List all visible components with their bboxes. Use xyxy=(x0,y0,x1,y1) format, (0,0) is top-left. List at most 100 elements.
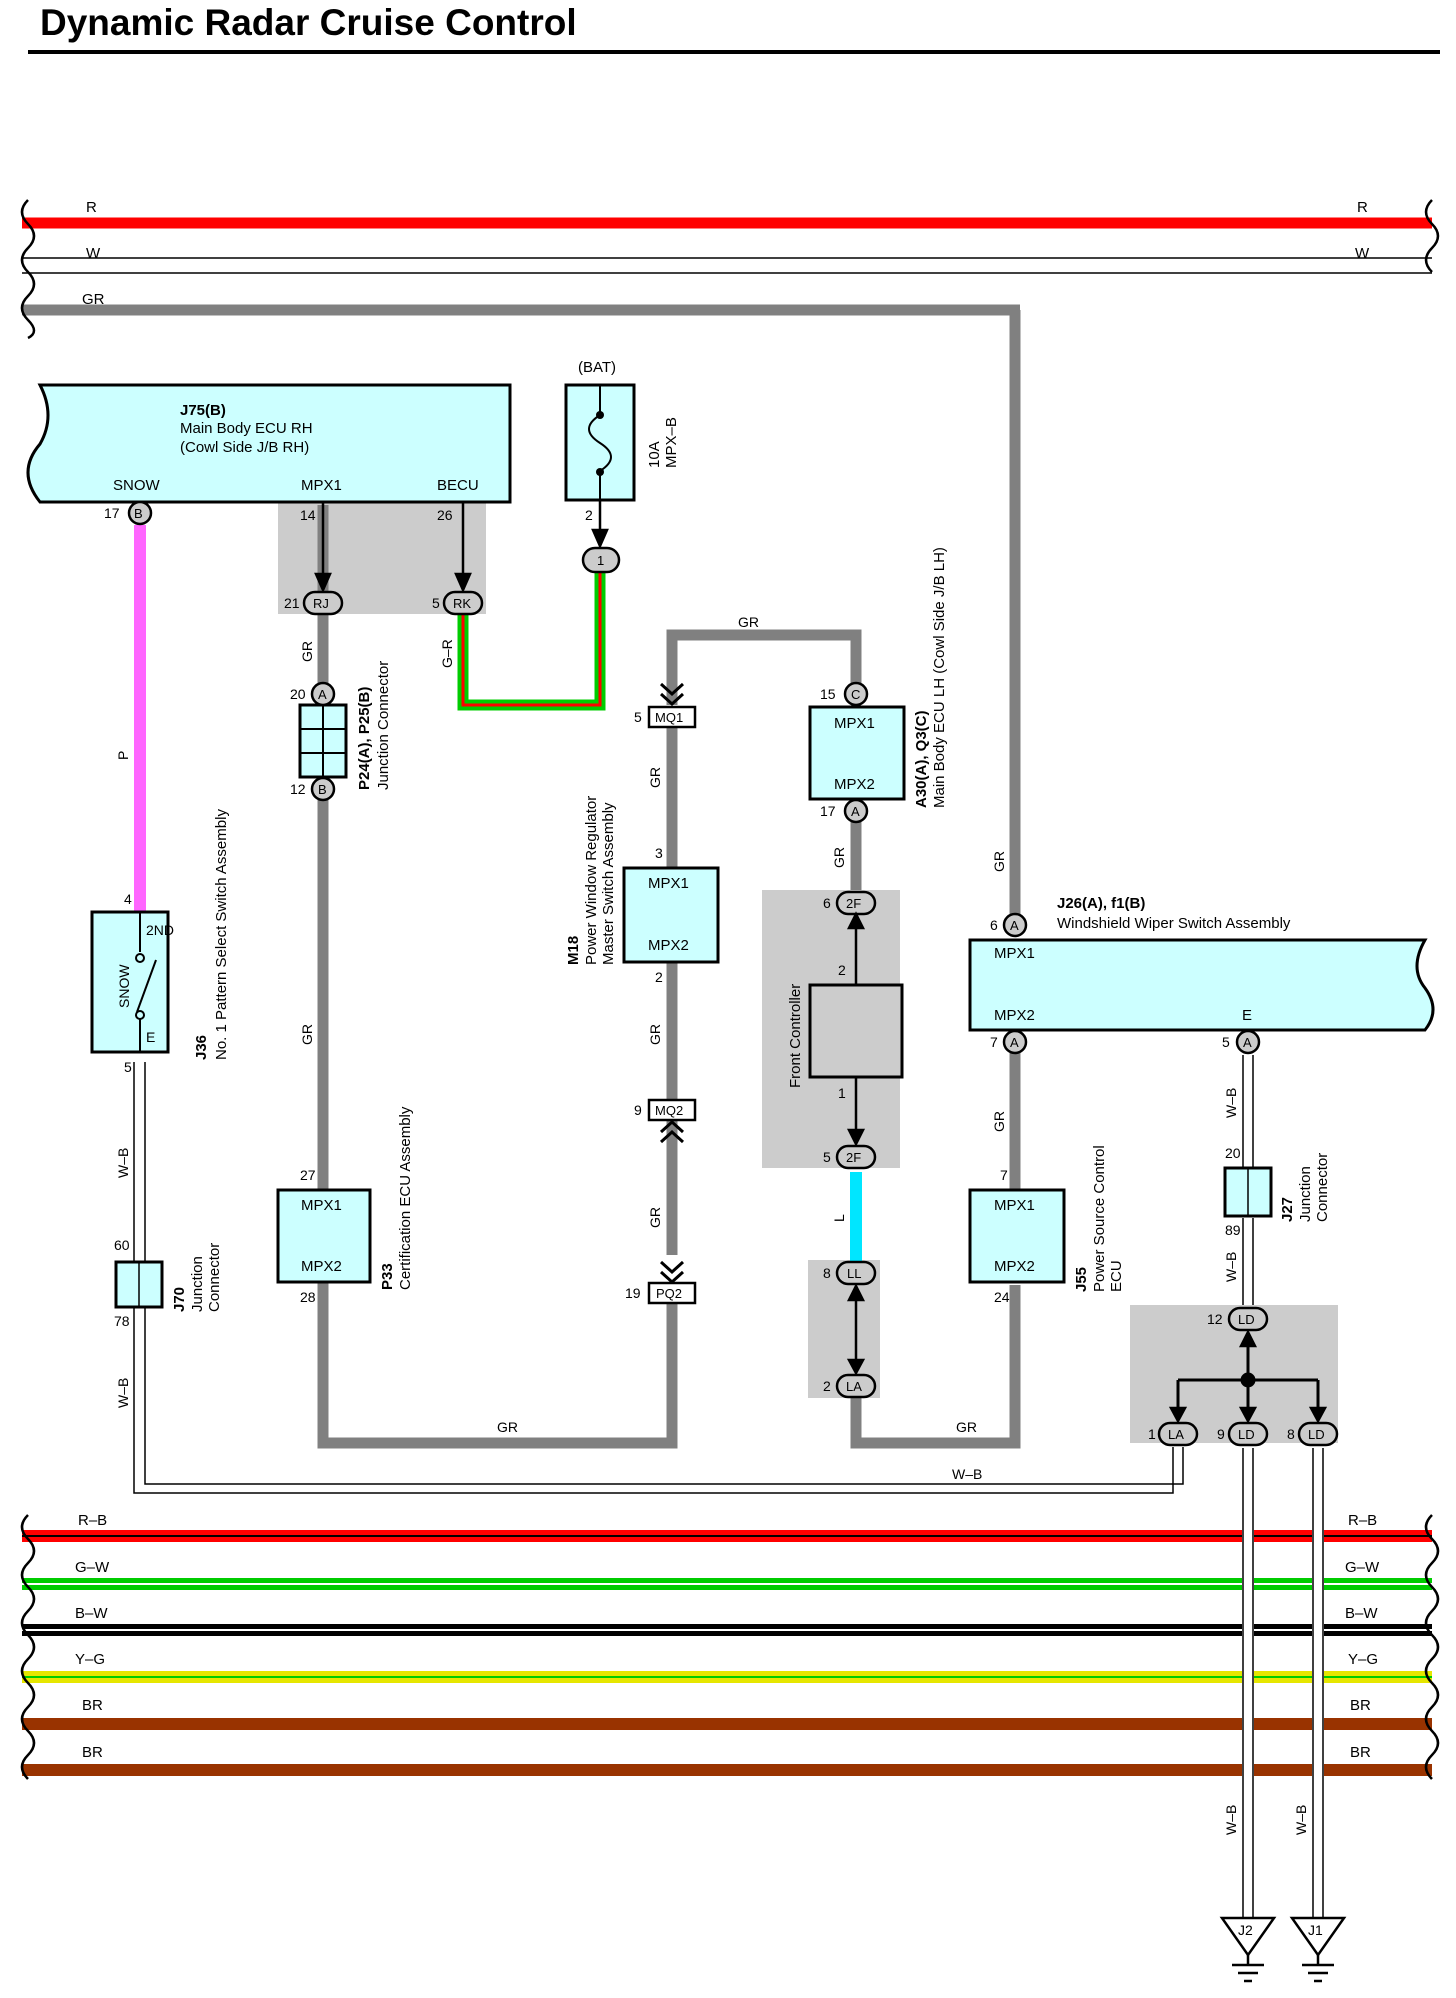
bus-br1-label-left: BR xyxy=(82,1697,103,1714)
j36-contact-bottom xyxy=(135,1010,145,1020)
pin-1-la: 1 xyxy=(1148,1426,1156,1442)
pin-4: 4 xyxy=(124,891,132,907)
conn-b-j75-label: B xyxy=(134,506,143,521)
bus-bw-label-left: B–W xyxy=(75,1605,108,1622)
m18-name2: Master Switch Assembly xyxy=(600,802,617,965)
bus-gr-label-left: GR xyxy=(82,291,105,308)
conn-1 xyxy=(581,546,621,574)
j55-body xyxy=(968,1188,1066,1284)
wl-gr-m18-bottom: GR xyxy=(647,1024,663,1045)
conn-a-a30-label: A xyxy=(851,804,860,819)
wl-w-b-left-1: W–B xyxy=(115,1148,131,1178)
p33-pin-mpx2: MPX2 xyxy=(301,1258,342,1275)
bus-rb-label-right: R–B xyxy=(1348,1512,1377,1529)
conn-a-j26-e xyxy=(1235,1029,1261,1055)
fuse-dot-top xyxy=(596,411,604,419)
j36-contact-top xyxy=(135,953,145,963)
conn-pq2-label: PQ2 xyxy=(656,1286,682,1301)
pin-28: 28 xyxy=(300,1289,316,1305)
arrow-2f-bottom-down xyxy=(846,1128,866,1147)
p33-code: P33 xyxy=(379,1263,396,1290)
pin-89: 89 xyxy=(1225,1222,1241,1238)
conn-2f-bottom-label: 2F xyxy=(846,1150,861,1165)
arrow-mpx1-head xyxy=(314,572,332,594)
conn-a-p24 xyxy=(310,681,336,707)
conn-c-a30-label: C xyxy=(851,687,860,702)
fuse-rating: 10A xyxy=(646,441,663,468)
wl-gr-m18-top: GR xyxy=(647,767,663,788)
arrow-la-bottom-down xyxy=(1168,1406,1188,1424)
pin-12-p24: 12 xyxy=(290,781,306,797)
bus-gw-stripe xyxy=(22,1583,1432,1585)
j26-name: Windshield Wiper Switch Assembly xyxy=(1057,915,1291,932)
conn-b-j75 xyxy=(127,500,153,526)
conn-rj-label: RJ xyxy=(313,596,329,611)
j70-name1: Junction xyxy=(189,1256,206,1312)
bus-yg-label-right: Y–G xyxy=(1348,1651,1378,1668)
bus-rb-stripe xyxy=(22,1535,1432,1537)
chevron-mq2-a xyxy=(659,1119,685,1134)
wire-g-r xyxy=(457,572,606,711)
wire-g-r-inner xyxy=(461,572,602,707)
j26-pin-e: E xyxy=(1242,1007,1252,1024)
j36-pin-2nd: 2ND xyxy=(146,922,174,938)
conn-rk-label: RK xyxy=(453,596,471,611)
p33-body xyxy=(276,1188,372,1284)
wire-labels: GR G–R P GR W–B W–B GR GR GR GR GR GR L … xyxy=(115,614,1309,1835)
component-j26: J26(A), f1(B) Windshield Wiper Switch As… xyxy=(968,895,1435,1032)
conn-a-p24-label: A xyxy=(318,687,327,702)
conn-a-a30 xyxy=(843,798,869,824)
j36-pin-e: E xyxy=(146,1029,155,1045)
bus-yg-label-left: Y–G xyxy=(75,1651,105,1668)
chevron-mq2-b xyxy=(659,1129,685,1144)
pin-5-2f: 5 xyxy=(823,1149,831,1165)
conn-ld-8-label: LD xyxy=(1308,1427,1325,1442)
component-a30: MPX1 MPX2 A30(A), Q3(C) Main Body ECU LH… xyxy=(808,547,948,808)
pin-5-mq1: 5 xyxy=(634,709,642,725)
pin-14: 14 xyxy=(300,507,316,523)
m18-name1: Power Window Regulator xyxy=(583,796,600,965)
pin-26: 26 xyxy=(437,507,453,523)
page-title: Dynamic Radar Cruise Control xyxy=(40,2,577,43)
pin-numbers: 17 14 26 2 21 5 20 12 4 5 60 78 27 28 5 … xyxy=(104,505,1295,1442)
pin-6-j26: 6 xyxy=(990,917,998,933)
pin-2-la: 2 xyxy=(823,1378,831,1394)
pin-5-j26: 5 xyxy=(1222,1034,1230,1050)
j36-code: J36 xyxy=(193,1035,210,1060)
bus-crossing-gap-j1 xyxy=(1312,1525,1324,1781)
arrow-ld-8-down xyxy=(1308,1406,1328,1424)
component-j27: J27 Junction Connector xyxy=(1223,1153,1331,1222)
bus-r-label-left: R xyxy=(86,199,97,216)
pin-78: 78 xyxy=(114,1313,130,1329)
left-break-bottom xyxy=(20,1514,36,1780)
p33-pin-mpx1: MPX1 xyxy=(301,1197,342,1214)
conn-1-label: 1 xyxy=(597,553,604,568)
wl-l: L xyxy=(831,1214,847,1222)
conn-b-p24 xyxy=(310,776,336,802)
fuse-source: (BAT) xyxy=(578,359,616,376)
left-break-top xyxy=(20,199,36,340)
conn-ld-9-label: LD xyxy=(1238,1427,1255,1442)
wl-w-b-j27: W–B xyxy=(1223,1252,1239,1282)
arrow-ld-9-down xyxy=(1238,1406,1258,1424)
conn-ll-label: LL xyxy=(847,1266,861,1281)
pin-7-j26: 7 xyxy=(990,1034,998,1050)
j75-body xyxy=(26,383,512,504)
j36-switch-blade xyxy=(136,959,157,1013)
component-front-controller: Front Controller xyxy=(787,912,904,1140)
connectors xyxy=(127,500,1339,1447)
pin-17-a30: 17 xyxy=(820,803,836,819)
chevron-mq1-a xyxy=(659,682,685,697)
pin-3-m18: 3 xyxy=(655,845,663,861)
pin-27: 27 xyxy=(300,1167,316,1183)
p24-code: P24(A), P25(B) xyxy=(356,687,373,790)
title-rule xyxy=(28,50,1440,54)
j27-name1: Junction xyxy=(1297,1166,1314,1222)
arrow-ld-top-up xyxy=(1238,1329,1258,1348)
bus-rb-label-left: R–B xyxy=(78,1512,107,1529)
conn-la-bottom-label: LA xyxy=(1168,1427,1184,1442)
top-buses: R R W W GR xyxy=(20,199,1440,340)
conn-a-j26-top-label: A xyxy=(1010,918,1019,933)
ground-j1-label: J1 xyxy=(1308,1922,1323,1938)
j26-body xyxy=(968,938,1435,1032)
